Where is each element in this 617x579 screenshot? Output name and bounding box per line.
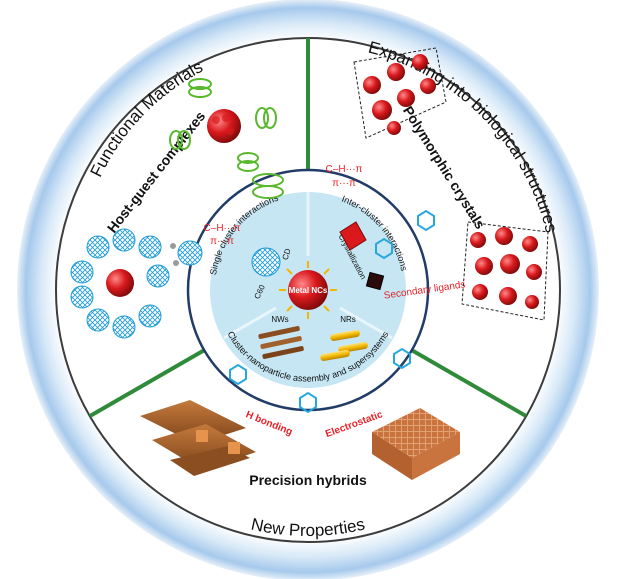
center-label: Metal NCs — [289, 286, 328, 295]
nanorods-small-icon — [320, 329, 368, 361]
divider-bottom-right — [407, 346, 527, 418]
ligand-molecule-icon — [229, 209, 435, 414]
label-pi-pi-inner: π···π — [210, 236, 234, 247]
label-nrs: NRs — [340, 315, 356, 324]
crystal-red-cube-icon — [339, 221, 367, 251]
label-nws: NWs — [271, 315, 288, 324]
inner-c60-icon — [251, 247, 281, 277]
label-precision-hybrids: Precision hybrids — [249, 472, 367, 488]
center-metal-nc-icon: Metal NCs — [279, 261, 337, 319]
cd-ring-icon — [252, 173, 284, 199]
inner-divider-left — [223, 306, 277, 340]
label-cd: CD — [281, 247, 293, 261]
label-ch-pi-inner: C–H···π — [204, 223, 241, 234]
divider-bottom-left — [89, 346, 209, 418]
crystal-lattice-bottom-icon — [461, 221, 549, 321]
crystal-dark-cube-icon — [365, 271, 385, 291]
nanowires-small-icon — [258, 326, 304, 359]
label-ch-pi-top: C–H···π — [326, 164, 363, 175]
host-guest-cluster-icon — [169, 78, 277, 172]
inner-divider-right — [339, 306, 393, 340]
c60-cage-cluster-icon — [70, 228, 170, 339]
inner-c60-guest-icon — [170, 240, 203, 266]
nanowire-bundle-icon — [140, 400, 256, 476]
crystal-lattice-top-icon — [353, 47, 447, 139]
nanoparticle-cube-icon — [372, 408, 460, 480]
label-pi-pi-top: π···π — [332, 178, 356, 189]
